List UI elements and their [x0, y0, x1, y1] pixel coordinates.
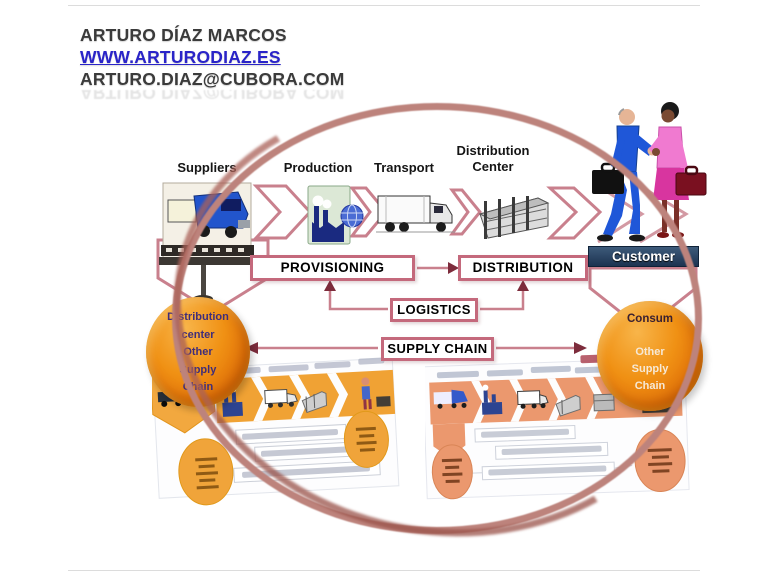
- mini-left-band-icons: [222, 377, 391, 417]
- mini-left-ellipse-right: [343, 410, 389, 468]
- left-sphere-distribution-other-chain: Distribution center Other Supply Chain: [146, 297, 250, 407]
- handshake-people-icon: [592, 102, 707, 242]
- provisioning-box: PROVISIONING: [250, 255, 415, 281]
- container-truck-icon: [376, 195, 455, 233]
- author-website-link[interactable]: WWW.ARTURODIAZ.ES: [80, 47, 281, 67]
- mini-left-ellipse-left: [178, 438, 234, 506]
- suppliers-image: [159, 182, 256, 303]
- warehouse-icon: [478, 196, 550, 239]
- customer-label: Customer: [588, 246, 699, 267]
- blue-truck-icon: [167, 191, 250, 238]
- author-header: ARTURO DÍAZ MARCOS WWW.ARTURODIAZ.ES ART…: [80, 24, 345, 104]
- author-email: ARTURO.DIAZ@CUBORA.COM: [80, 69, 345, 89]
- mini-right-ellipse-right: [634, 429, 686, 493]
- mini-right-ellipse-left: [431, 444, 473, 500]
- distribution-box: DISTRIBUTION: [458, 255, 588, 281]
- supply-chain-box: SUPPLY CHAIN: [381, 337, 494, 361]
- stage-label-distribution-center: Distribution Center: [456, 143, 530, 174]
- factory-globe-icon: [307, 185, 364, 245]
- stage-label-suppliers: Suppliers: [177, 160, 237, 175]
- stage-label-production: Production: [283, 160, 353, 175]
- right-sphere-consumer-other-chain: Consum Other Supply Chain: [597, 301, 703, 411]
- businessman-figure: [592, 108, 657, 242]
- stage-label-transport: Transport: [374, 160, 434, 175]
- slide-top-edge: [68, 5, 700, 6]
- logistics-box: LOGISTICS: [390, 298, 478, 322]
- header-reflection: ARTURO.DIAZ@CUBORA.COM: [80, 90, 345, 103]
- slide-bottom-edge: [68, 570, 700, 571]
- businesswoman-figure: [649, 102, 707, 238]
- flow-connectors: [245, 262, 587, 354]
- author-name: ARTURO DÍAZ MARCOS: [80, 25, 287, 45]
- chevron-arrows: [252, 184, 603, 240]
